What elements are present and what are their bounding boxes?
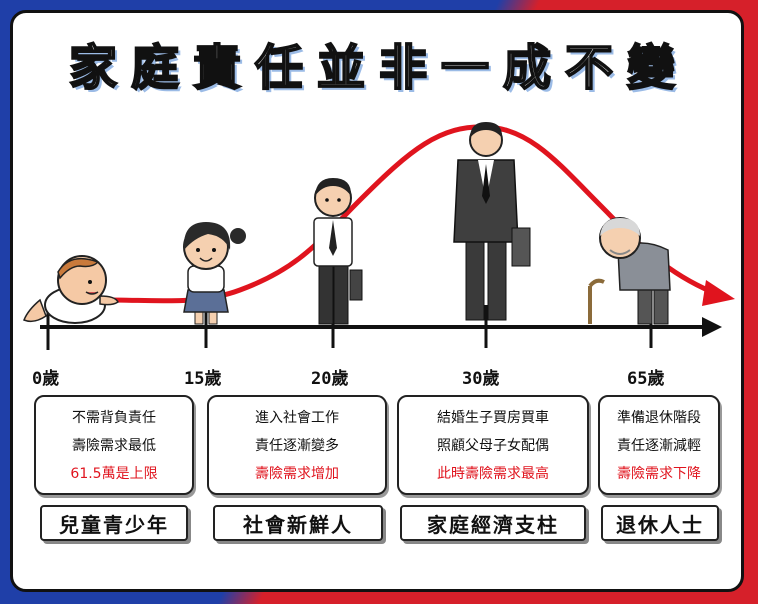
page-title: 家庭責任並非一成不變 [68,39,689,97]
stage-line: 壽險需求最低 [72,438,156,454]
stage-line: 進入社會工作 [255,410,339,426]
baby-icon [23,255,119,324]
stage-box-child: 不需背負責任 壽險需求最低 61.5萬是上限 [34,395,194,495]
responsibility-curve [102,124,715,304]
age-label-30: 30歲 [462,369,500,389]
stage-line: 責任逐漸減輕 [617,438,701,454]
age-label-20: 20歲 [311,369,349,389]
businessman-icon [453,122,531,321]
young-man-icon [313,178,363,325]
stage-box-retiree: 準備退休階段 責任逐漸減輕 壽險需求下降 [598,395,720,495]
stage-highlight: 61.5萬是上限 [70,466,158,482]
curve-arrowhead [702,280,735,306]
stage-label-newcomer: 社會新鮮人 [213,505,383,541]
stage-line: 準備退休階段 [617,410,701,426]
stage-line: 責任逐漸變多 [255,438,339,454]
age-label-65: 65歲 [627,369,665,389]
stage-highlight: 壽險需求下降 [617,466,701,482]
stage-highlight: 壽險需求增加 [255,466,339,482]
stage-label-breadwinner: 家庭經濟支柱 [400,505,586,541]
stage-label-retiree: 退休人士 [601,505,719,541]
timeline-arrow [702,317,722,337]
stage-box-breadwinner: 結婚生子買房買車 照顧父母子女配偶 此時壽險需求最高 [397,395,589,495]
stage-line: 結婚生子買房買車 [437,410,549,426]
stage-label-child: 兒童青少年 [40,505,188,541]
age-label-15: 15歲 [184,369,222,389]
girl-student-icon [183,222,246,325]
elderly-man-icon [588,217,671,325]
stage-line: 照顧父母子女配偶 [437,438,549,454]
stage-line: 不需背負責任 [72,410,156,426]
stage-highlight: 此時壽險需求最高 [437,466,549,482]
age-label-0: 0歲 [32,369,60,389]
stage-box-newcomer: 進入社會工作 責任逐漸變多 壽險需求增加 [207,395,387,495]
